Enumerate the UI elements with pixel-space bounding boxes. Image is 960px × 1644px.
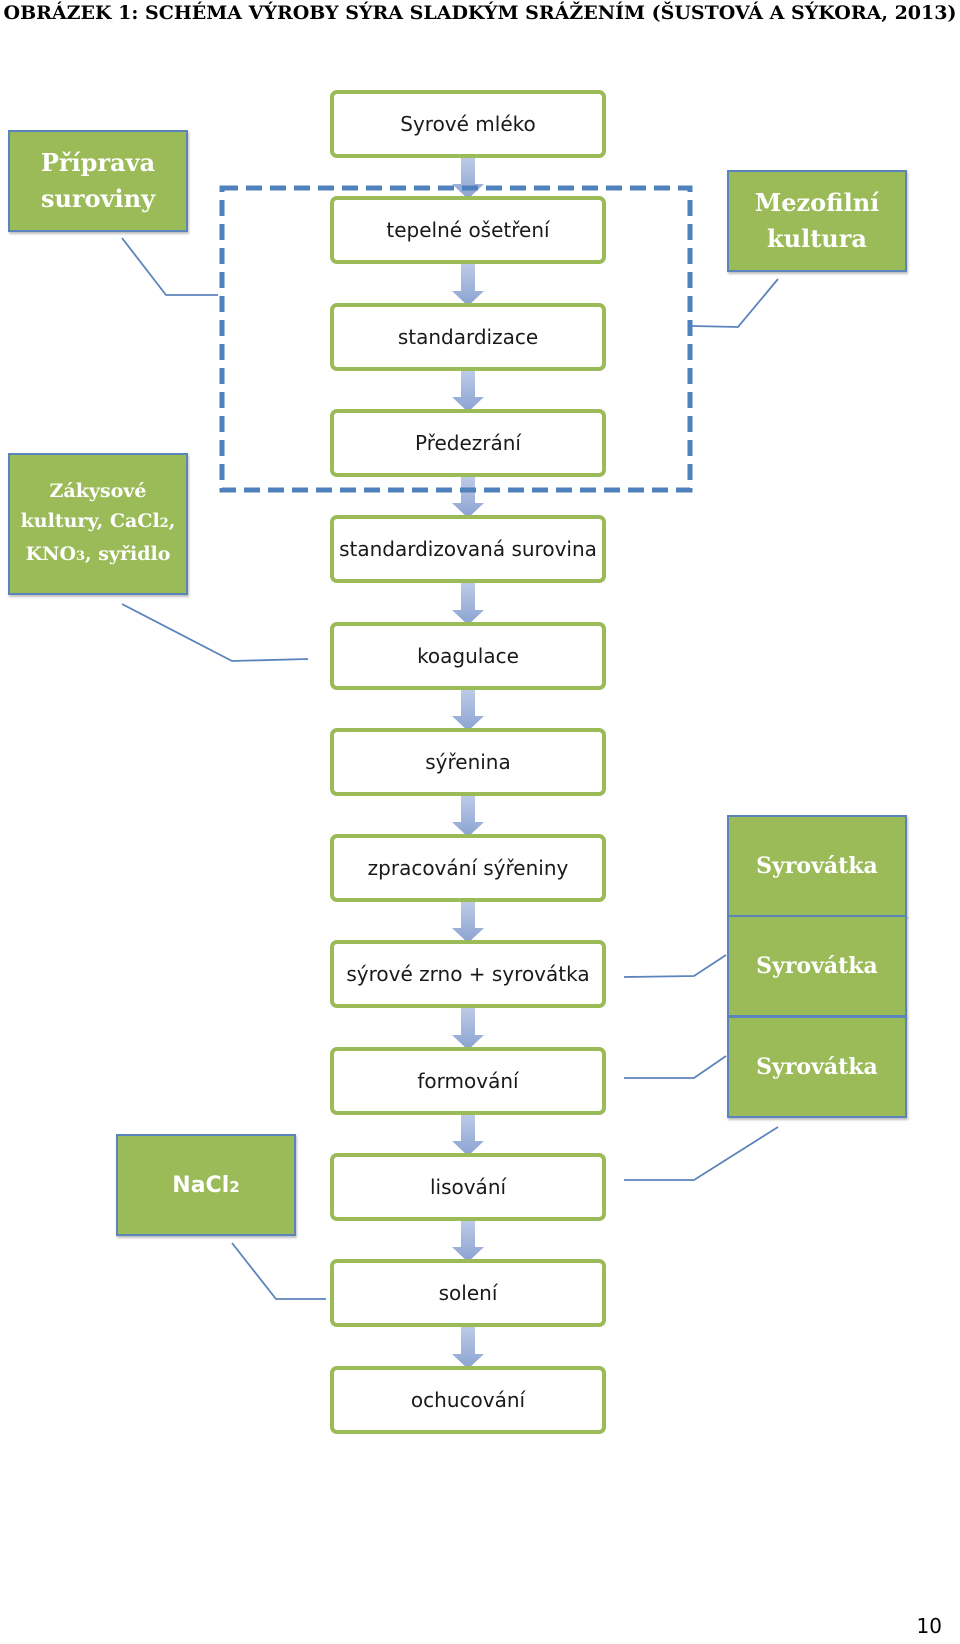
- down-arrow-icon: [452, 1321, 484, 1369]
- down-arrow-icon: [452, 1109, 484, 1156]
- note-mezofilni-line1: Mezofilní: [754, 188, 880, 217]
- note-mezofilni-kultura: Mezofilní kultura: [727, 170, 907, 272]
- connector-priprava: [121, 237, 218, 296]
- connector-syrovatka-1: [623, 954, 727, 978]
- process-step: standardizovaná surovina: [330, 515, 606, 583]
- process-step: koagulace: [330, 622, 606, 690]
- process-step: formování: [330, 1047, 606, 1115]
- down-arrow-icon: [452, 896, 484, 943]
- down-arrow-icon: [452, 790, 484, 837]
- note-syrovatka-3: Syrovátka: [727, 1016, 907, 1118]
- note-syrovatka-1: Syrovátka: [727, 815, 907, 917]
- down-arrow-icon: [452, 1002, 484, 1050]
- down-arrow-icon: [452, 471, 484, 518]
- note-zakysove-line1: Zákysové: [49, 480, 147, 502]
- process-step: lisování: [330, 1153, 606, 1221]
- connector-zakysove: [121, 603, 309, 662]
- process-step: standardizace: [330, 303, 606, 371]
- process-step: solení: [330, 1259, 606, 1327]
- flow-arrows: [452, 152, 484, 1369]
- down-arrow-icon: [452, 684, 484, 731]
- connector-mezofilni: [691, 278, 779, 328]
- note-mezofilni-line2: kultura: [767, 224, 867, 253]
- note-zakysove-line2: kultury, CaCl2,: [20, 510, 176, 532]
- process-step: zpracování sýřeniny: [330, 834, 606, 902]
- process-step: Předezrání: [330, 409, 606, 477]
- connector-syrovatka-3: [624, 1126, 779, 1181]
- process-step: ochucování: [330, 1366, 606, 1434]
- down-arrow-icon: [452, 365, 484, 412]
- note-priprava-suroviny: Příprava suroviny: [8, 130, 188, 232]
- note-nacl-label: NaCl2: [172, 1172, 240, 1198]
- process-step: sýřenina: [330, 728, 606, 796]
- figure-title: OBRÁZEK 1: SCHÉMA VÝROBY SÝRA SLADKÝM SR…: [3, 2, 957, 24]
- connector-syrovatka-2: [624, 1055, 727, 1079]
- down-arrow-icon: [452, 1215, 484, 1262]
- connector-nacl: [231, 1242, 326, 1300]
- down-arrow-icon: [452, 258, 484, 306]
- note-syrovatka-2: Syrovátka: [727, 915, 907, 1017]
- note-zakysove-line3: KNO3, syřidlo: [25, 543, 171, 565]
- process-step: sýrové zrno + syrovátka: [330, 940, 606, 1008]
- note-zakysove-kultury: Zákysové kultury, CaCl2, KNO3, syřidlo: [8, 453, 188, 595]
- page-number: 10: [916, 1614, 942, 1638]
- process-step: Syrové mléko: [330, 90, 606, 158]
- note-nacl: NaCl2: [116, 1134, 296, 1236]
- down-arrow-icon: [452, 152, 484, 199]
- note-priprava-line1: Příprava: [40, 148, 156, 177]
- note-priprava-line2: suroviny: [40, 184, 156, 213]
- process-step: tepelné ošetření: [330, 196, 606, 264]
- down-arrow-icon: [452, 577, 484, 625]
